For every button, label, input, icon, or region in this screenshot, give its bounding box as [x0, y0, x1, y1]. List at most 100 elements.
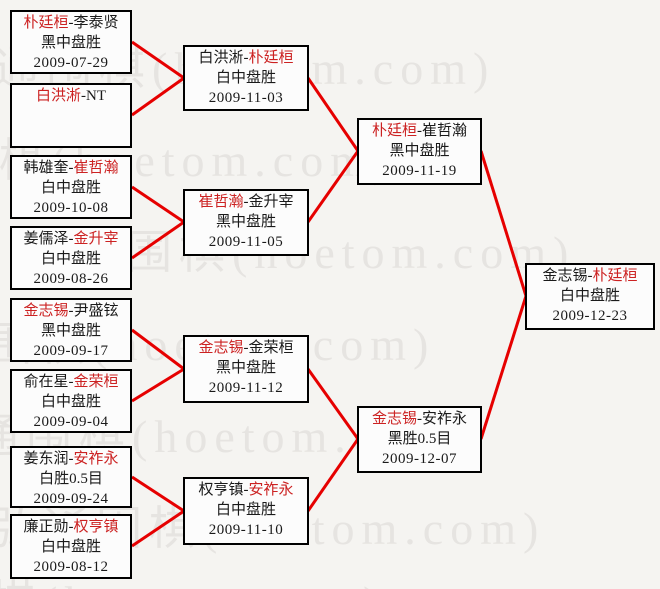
date-line: 2009-12-07 [382, 451, 457, 467]
players-line: 金志锡-金荣桓 [185, 338, 307, 358]
date-line [12, 126, 130, 146]
result-line: 白中盘胜 [40, 394, 101, 410]
result-line: 黑中盘胜 [40, 35, 101, 51]
match-box-r1-1: 朴廷桓-李泰贤 黑中盘胜 2009-07-29 [10, 10, 132, 74]
result-line [12, 106, 130, 126]
result-line: 白中盘胜 [215, 502, 276, 518]
players-line: 姜东润-安祚永 [12, 449, 130, 469]
winner-name: 朴廷桓 [592, 268, 638, 284]
date-line: 2009-11-12 [208, 380, 284, 396]
date-line: 2009-09-04 [33, 414, 109, 430]
winner-name: 金志锡 [371, 411, 417, 427]
date-line: 2009-09-24 [33, 491, 109, 507]
winner-name: 崔哲瀚 [73, 160, 119, 176]
players-line: 权亨镇-安祚永 [185, 480, 307, 500]
players-line: 金志锡-安祚永 [359, 409, 480, 429]
winner-name: 金志锡 [198, 340, 244, 356]
date-line: 2009-11-03 [208, 90, 284, 106]
separator: - [68, 519, 74, 535]
separator: - [587, 268, 593, 284]
result-line: 黑中盘胜 [40, 323, 101, 339]
players-line: 朴廷桓-李泰贤 [12, 13, 130, 33]
separator: - [68, 451, 74, 467]
match-box-r2-1: 白洪淅-朴廷桓 白中盘胜 2009-11-03 [183, 45, 309, 111]
separator: - [68, 374, 74, 390]
date-line: 2009-08-26 [33, 271, 109, 287]
winner-name: 朴廷桓 [371, 123, 417, 139]
players-line: 白洪淅-朴廷桓 [185, 48, 307, 68]
winner-name: 白洪淅 [35, 88, 81, 104]
result-line: 白中盘胜 [40, 251, 101, 267]
result-line: 黑中盘胜 [215, 214, 276, 230]
player-name: 金志锡 [542, 268, 588, 284]
player-name: 权亨镇 [198, 482, 244, 498]
match-box-r2-3: 金志锡-金荣桓 黑中盘胜 2009-11-12 [183, 335, 309, 403]
winner-name: 朴廷桓 [248, 50, 294, 66]
player-name: 白洪淅 [198, 50, 244, 66]
separator: - [417, 411, 422, 427]
players-line: 韩雄奎-崔哲瀚 [12, 158, 130, 178]
separator: - [417, 123, 422, 139]
separator: - [68, 231, 74, 247]
match-box-r1-3: 韩雄奎-崔哲瀚 白中盘胜 2009-10-08 [10, 155, 132, 219]
winner-name: 权亨镇 [73, 519, 119, 535]
players-line: 姜儒泽-金升宰 [12, 229, 130, 249]
player-name: 韩雄奎 [23, 160, 69, 176]
separator: - [81, 88, 86, 104]
date-line: 2009-11-05 [208, 234, 284, 250]
player-name: 廉正勋 [23, 519, 69, 535]
date-line: 2009-09-17 [33, 343, 109, 359]
result-line: 白中盘胜 [215, 70, 276, 86]
player-name: 金升宰 [248, 194, 294, 210]
match-box-r1-6: 俞在星-金荣桓 白中盘胜 2009-09-04 [10, 369, 132, 433]
player-name: 李泰贤 [73, 15, 119, 31]
player-name: 姜儒泽 [23, 231, 69, 247]
result-line: 白胜0.5目 [39, 471, 103, 487]
winner-name: 安祚永 [73, 451, 119, 467]
match-box-r1-8: 廉正勋-权亨镇 白中盘胜 2009-08-12 [10, 514, 132, 579]
date-line: 2009-10-08 [33, 200, 109, 216]
player-name: 安祚永 [422, 411, 468, 427]
winner-name: 朴廷桓 [23, 15, 69, 31]
match-box-r1-4: 姜儒泽-金升宰 白中盘胜 2009-08-26 [10, 226, 132, 290]
players-line: 廉正勋-权亨镇 [12, 517, 130, 537]
players-line: 俞在星-金荣桓 [12, 372, 130, 392]
player-name: 尹盛铉 [73, 303, 119, 319]
winner-name: 崔哲瀚 [198, 194, 244, 210]
player-name: NT [86, 88, 106, 104]
result-line: 白中盘胜 [40, 180, 101, 196]
players-line: 崔哲瀚-金升宰 [185, 192, 307, 212]
match-box-final: 金志锡-朴廷桓 白中盘胜 2009-12-23 [525, 263, 655, 330]
separator: - [243, 50, 249, 66]
winner-name: 金志锡 [23, 303, 69, 319]
players-line: 金志锡-朴廷桓 [527, 266, 653, 286]
players-line: 朴廷桓-崔哲瀚 [359, 121, 480, 141]
match-box-r2-4: 权亨镇-安祚永 白中盘胜 2009-11-10 [183, 477, 309, 545]
player-name: 俞在星 [23, 374, 69, 390]
player-name: 金荣桓 [248, 340, 294, 356]
date-line: 2009-12-23 [552, 308, 628, 324]
separator: - [68, 160, 74, 176]
separator: - [68, 15, 74, 31]
separator: - [68, 303, 74, 319]
match-box-r1-2: 白洪淅-NT [10, 83, 132, 148]
watermark-text: 弘通围棋(hoetom.com) [0, 566, 385, 589]
players-line: 金志锡-尹盛铉 [12, 301, 130, 321]
separator: - [243, 482, 249, 498]
winner-name: 金荣桓 [73, 374, 119, 390]
match-box-r1-7: 姜东润-安祚永 白胜0.5目 2009-09-24 [10, 446, 132, 508]
winner-name: 金升宰 [73, 231, 119, 247]
players-line: 白洪淅-NT [12, 86, 130, 106]
result-line: 黑中盘胜 [215, 360, 276, 376]
separator: - [243, 194, 249, 210]
date-line: 2009-11-19 [382, 163, 457, 179]
player-name: 姜东润 [23, 451, 69, 467]
player-name: 崔哲瀚 [422, 123, 468, 139]
result-line: 黑中盘胜 [389, 143, 450, 159]
date-line: 2009-08-12 [33, 559, 109, 575]
match-box-sf-1: 朴廷桓-崔哲瀚 黑中盘胜 2009-11-19 [357, 118, 482, 185]
result-line: 白中盘胜 [40, 539, 101, 555]
date-line: 2009-11-10 [208, 522, 284, 538]
